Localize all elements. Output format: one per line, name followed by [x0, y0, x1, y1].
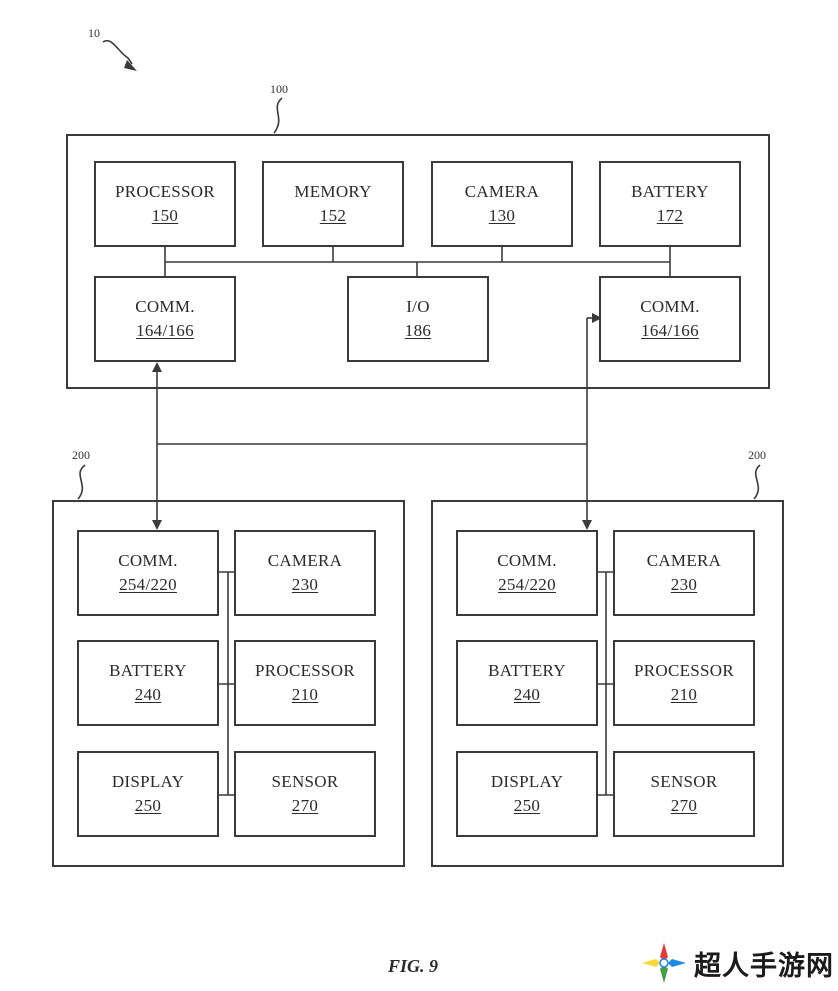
box-number: 164/166	[136, 321, 194, 340]
box-number: 210	[291, 685, 319, 704]
box-label: SENSOR	[271, 772, 339, 791]
watermark: 超人手游网	[640, 940, 835, 986]
box-number: 250	[134, 796, 162, 815]
device-left-sensor-box: SENSOR 270	[234, 751, 376, 837]
ref-system: 10	[88, 26, 100, 40]
figure-caption: FIG. 9	[388, 956, 439, 976]
box-label: CAMERA	[464, 182, 540, 201]
server-battery-box: BATTERY 172	[599, 161, 741, 247]
box-number: 270	[670, 796, 698, 815]
box-label: PROCESSOR	[254, 661, 356, 680]
box-number: 172	[656, 206, 684, 225]
leader-10	[102, 39, 133, 65]
box-number: 152	[319, 206, 347, 225]
leader-200-left	[77, 464, 86, 500]
ref-device-right: 200	[748, 448, 766, 462]
box-label: DISPLAY	[490, 772, 564, 791]
box-number: 150	[151, 206, 179, 225]
box-label: I/O	[406, 297, 430, 316]
device-right-processor-box: PROCESSOR 210	[613, 640, 755, 726]
star-logo-icon	[642, 943, 686, 983]
box-label: COMM.	[497, 551, 557, 570]
device-right-sensor-box: SENSOR 270	[613, 751, 755, 837]
box-label: CAMERA	[646, 551, 722, 570]
box-label: DISPLAY	[111, 772, 185, 791]
server-memory-box: MEMORY 152	[262, 161, 404, 247]
box-label: COMM.	[640, 297, 700, 316]
device-right-comm-box: COMM. 254/220	[456, 530, 598, 616]
box-label: PROCESSOR	[633, 661, 735, 680]
box-label: COMM.	[118, 551, 178, 570]
ref-device-left: 200	[72, 448, 90, 462]
box-number: 230	[670, 575, 698, 594]
box-number: 186	[404, 321, 432, 340]
device-left-battery-box: BATTERY 240	[77, 640, 219, 726]
box-label: CAMERA	[267, 551, 343, 570]
box-label: BATTERY	[488, 661, 566, 680]
device-left-frame	[52, 500, 405, 867]
device-left-processor-box: PROCESSOR 210	[234, 640, 376, 726]
device-left-comm-box: COMM. 254/220	[77, 530, 219, 616]
box-label: SENSOR	[650, 772, 718, 791]
box-label: MEMORY	[294, 182, 372, 201]
box-number: 240	[513, 685, 541, 704]
box-number: 254/220	[498, 575, 556, 594]
device-left-display-box: DISPLAY 250	[77, 751, 219, 837]
box-number: 270	[291, 796, 319, 815]
leader-10-arrowhead	[124, 60, 137, 71]
box-number: 130	[488, 206, 516, 225]
server-frame	[66, 134, 770, 389]
box-number: 164/166	[641, 321, 699, 340]
box-number: 250	[513, 796, 541, 815]
server-processor-box: PROCESSOR 150	[94, 161, 236, 247]
device-right-display-box: DISPLAY 250	[456, 751, 598, 837]
device-right-camera-box: CAMERA 230	[613, 530, 755, 616]
server-camera-box: CAMERA 130	[431, 161, 573, 247]
device-left-camera-box: CAMERA 230	[234, 530, 376, 616]
watermark-text: 超人手游网	[694, 950, 834, 982]
leader-100	[273, 97, 283, 134]
box-label: PROCESSOR	[114, 182, 216, 201]
box-number: 254/220	[119, 575, 177, 594]
box-label: COMM.	[135, 297, 195, 316]
box-label: BATTERY	[631, 182, 709, 201]
leader-200-right	[753, 464, 761, 500]
box-number: 210	[670, 685, 698, 704]
box-number: 230	[291, 575, 319, 594]
ref-server: 100	[270, 82, 288, 96]
server-comm-left-box: COMM. 164/166	[94, 276, 236, 362]
server-io-box: I/O 186	[347, 276, 489, 362]
server-comm-right-box: COMM. 164/166	[599, 276, 741, 362]
device-right-frame	[431, 500, 784, 867]
box-number: 240	[134, 685, 162, 704]
device-right-battery-box: BATTERY 240	[456, 640, 598, 726]
box-label: BATTERY	[109, 661, 187, 680]
